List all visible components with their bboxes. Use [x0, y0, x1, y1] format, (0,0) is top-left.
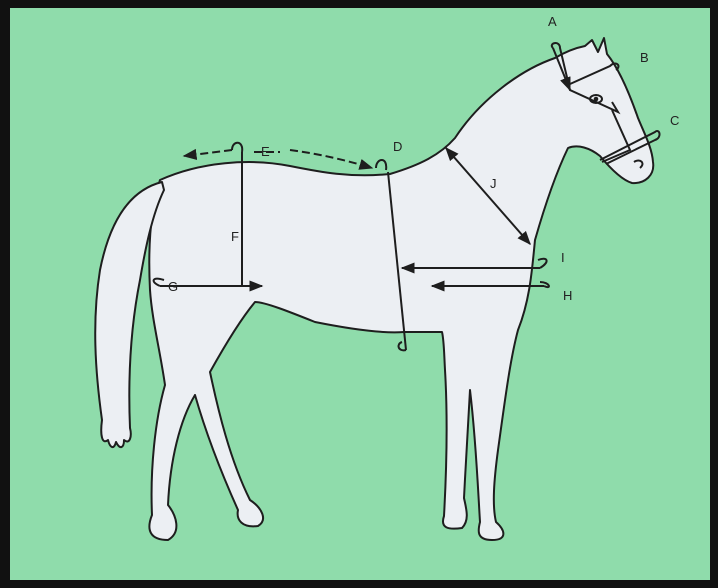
measure-line-e-back — [289, 149, 374, 170]
measure-line-d — [387, 171, 407, 351]
horse-pupil — [593, 96, 599, 102]
label-j: J — [490, 176, 497, 191]
measure-line-d-tab — [375, 159, 388, 171]
label-a: A — [548, 14, 557, 29]
measure-line-i-tab — [537, 257, 548, 269]
label-g: G — [168, 279, 178, 294]
label-b: B — [640, 50, 649, 65]
label-d: D — [393, 139, 402, 154]
label-f: F — [231, 229, 239, 244]
label-i: I — [561, 250, 565, 265]
measure-line-h-tab — [539, 281, 550, 289]
horse-tail — [94, 181, 165, 448]
measure-line-c-strap — [601, 109, 632, 163]
measure-line-c — [599, 130, 661, 165]
label-c: C — [670, 113, 679, 128]
measure-line-b — [569, 62, 620, 85]
measure-line-j — [445, 146, 531, 246]
measure-line-d-bottom-tab — [397, 341, 407, 352]
horse-nostril — [633, 159, 644, 169]
measure-line-e-tab — [231, 141, 244, 153]
measure-line-g-tab — [152, 277, 165, 287]
measure-line-e-left — [182, 148, 233, 160]
label-e: E — [261, 144, 270, 159]
measure-line-a-poll — [552, 47, 571, 92]
label-h: H — [563, 288, 572, 303]
